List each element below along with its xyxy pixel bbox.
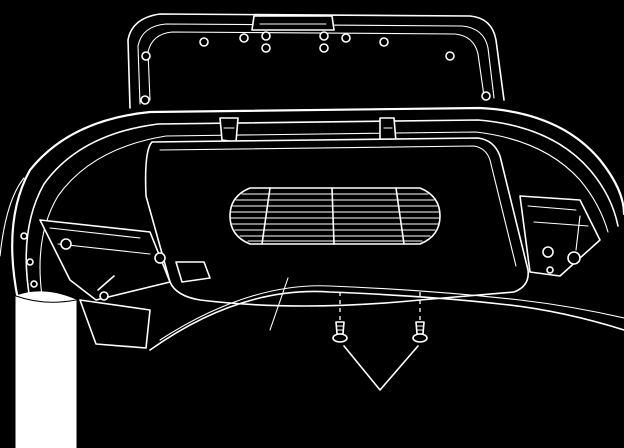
screw-icon xyxy=(412,292,428,343)
left-bracket xyxy=(20,219,211,349)
console-top-housing xyxy=(127,13,505,109)
housing-rivets xyxy=(140,31,491,105)
display-cover-plate xyxy=(144,137,530,331)
screw-icon xyxy=(332,292,348,343)
callout-leader xyxy=(343,345,419,391)
support-upright xyxy=(15,291,77,448)
grille-slots xyxy=(230,187,440,245)
right-bracket xyxy=(519,195,601,277)
mounting-screws xyxy=(332,292,428,391)
speaker-grille xyxy=(229,187,441,245)
lower-bumper xyxy=(149,285,624,351)
